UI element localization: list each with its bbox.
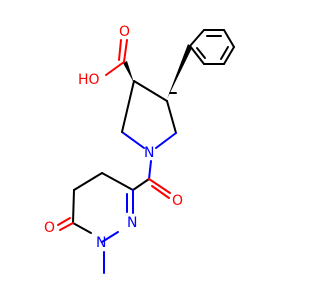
bond (101, 231, 119, 243)
atom-label-pyridazine-nitrogen-upper: N (127, 215, 137, 231)
bond (118, 39, 122, 61)
amide-carbonyl: O (132, 160, 183, 209)
bond (121, 131, 145, 149)
stereo-wedge (167, 44, 192, 99)
bond (73, 172, 103, 191)
phenyl-ring (189, 29, 235, 65)
bond (59, 222, 74, 231)
bond (105, 61, 125, 76)
bond (72, 222, 92, 234)
atom-label-hydroxyl: HO (78, 72, 100, 88)
bond (151, 185, 170, 199)
carboxylic-acid-group: HO O (78, 24, 134, 88)
bond (155, 132, 177, 149)
bond (220, 46, 229, 60)
bond (196, 47, 206, 59)
bond (72, 189, 75, 224)
atom-label-ring-nitrogen: N (144, 145, 154, 161)
pyrrolidine-ring (121, 44, 192, 149)
bond (166, 100, 177, 134)
bond (148, 160, 152, 180)
bond (189, 45, 205, 65)
bond (189, 29, 205, 47)
bond (101, 172, 134, 191)
bond (223, 29, 235, 48)
pyridazinone-ring: N N O (44, 172, 137, 274)
molecule-structure: HO O N O N N O (44, 24, 235, 274)
atom-label-carboxyl-oxygen: O (119, 24, 130, 40)
bond (132, 178, 150, 191)
bond (57, 217, 71, 226)
bond (148, 178, 171, 194)
stereo-wedge (123, 61, 134, 83)
bond (121, 80, 135, 133)
atom-label-lactam-oxygen: O (44, 220, 55, 236)
bond (133, 80, 168, 102)
atom-label-amide-oxygen: O (172, 193, 183, 209)
bond (223, 46, 235, 65)
bond (123, 39, 128, 63)
atom-label-pyridazine-nitrogen-lower: N (96, 235, 106, 251)
molecule-canvas: HO O N O N N O (44, 24, 235, 274)
